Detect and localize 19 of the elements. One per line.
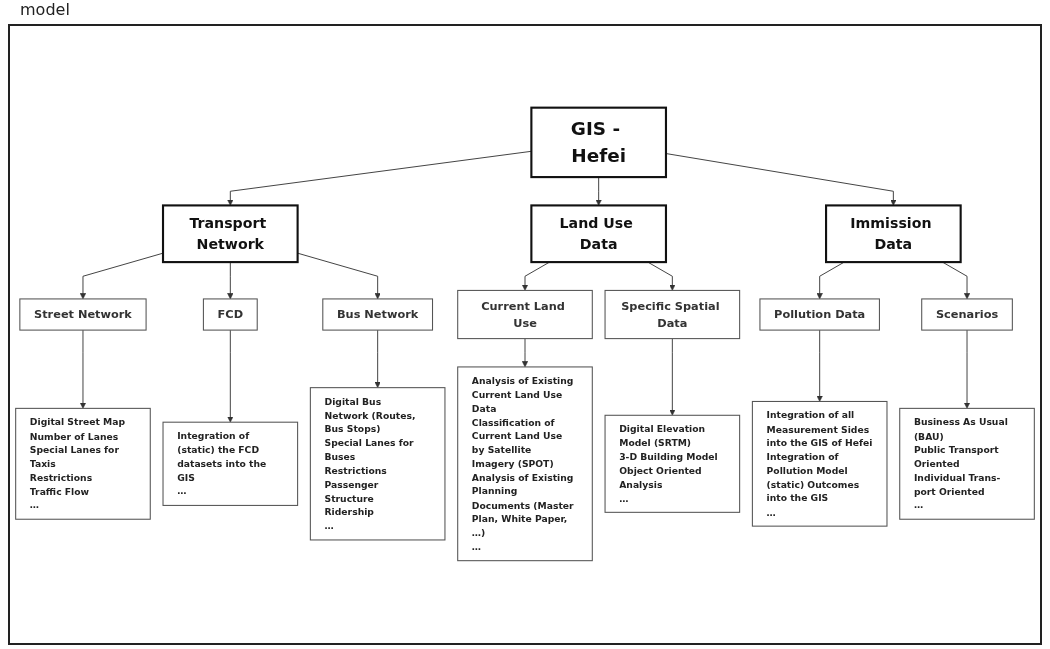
- node-box: Current Land Use: [457, 290, 593, 340]
- node-box: Land Use Data: [530, 204, 668, 264]
- node-box: Street Network: [19, 298, 147, 331]
- node-box: Analysis of Existing Current Land Use Data Classification of Current Land Use by Satellite Imagery (SPOT) Analysis of Existing Planning Documents (Master Plan, White Paper, …) …: [457, 366, 593, 562]
- node-box: GIS - Hefei: [530, 106, 668, 179]
- node-box: Bus Network: [322, 298, 434, 331]
- caption-text: model: [20, 0, 70, 19]
- node-box: Transport Network: [161, 204, 299, 264]
- node-box: Integration of all Measurement Sides into the GIS of Hefei Integration of Pollution Model (static) Outcomes into the GIS …: [751, 401, 888, 527]
- node-box: Pollution Data: [759, 298, 880, 331]
- node-box: Digital Bus Network (Routes, Bus Stops) Special Lanes for Buses Restrictions Passenger Structure Ridership …: [309, 387, 446, 541]
- node-box: Integration of (static) the FCD datasets into the GIS …: [162, 422, 299, 507]
- node-box: Specific Spatial Data: [604, 290, 741, 340]
- node-box: FCD: [202, 298, 258, 331]
- node-box: Scenarios: [921, 298, 1013, 331]
- node-box: Digital Elevation Model (SRTM) 3-D Building Model Object Oriented Analysis …: [604, 415, 741, 514]
- node-box: Business As Usual (BAU) Public Transport Oriented Individual Trans-port Oriented …: [899, 408, 1035, 521]
- node-box: Immission Data: [825, 204, 962, 264]
- node-box: Digital Street Map Number of Lanes Special Lanes for Taxis Restrictions Traffic Flow …: [15, 408, 151, 521]
